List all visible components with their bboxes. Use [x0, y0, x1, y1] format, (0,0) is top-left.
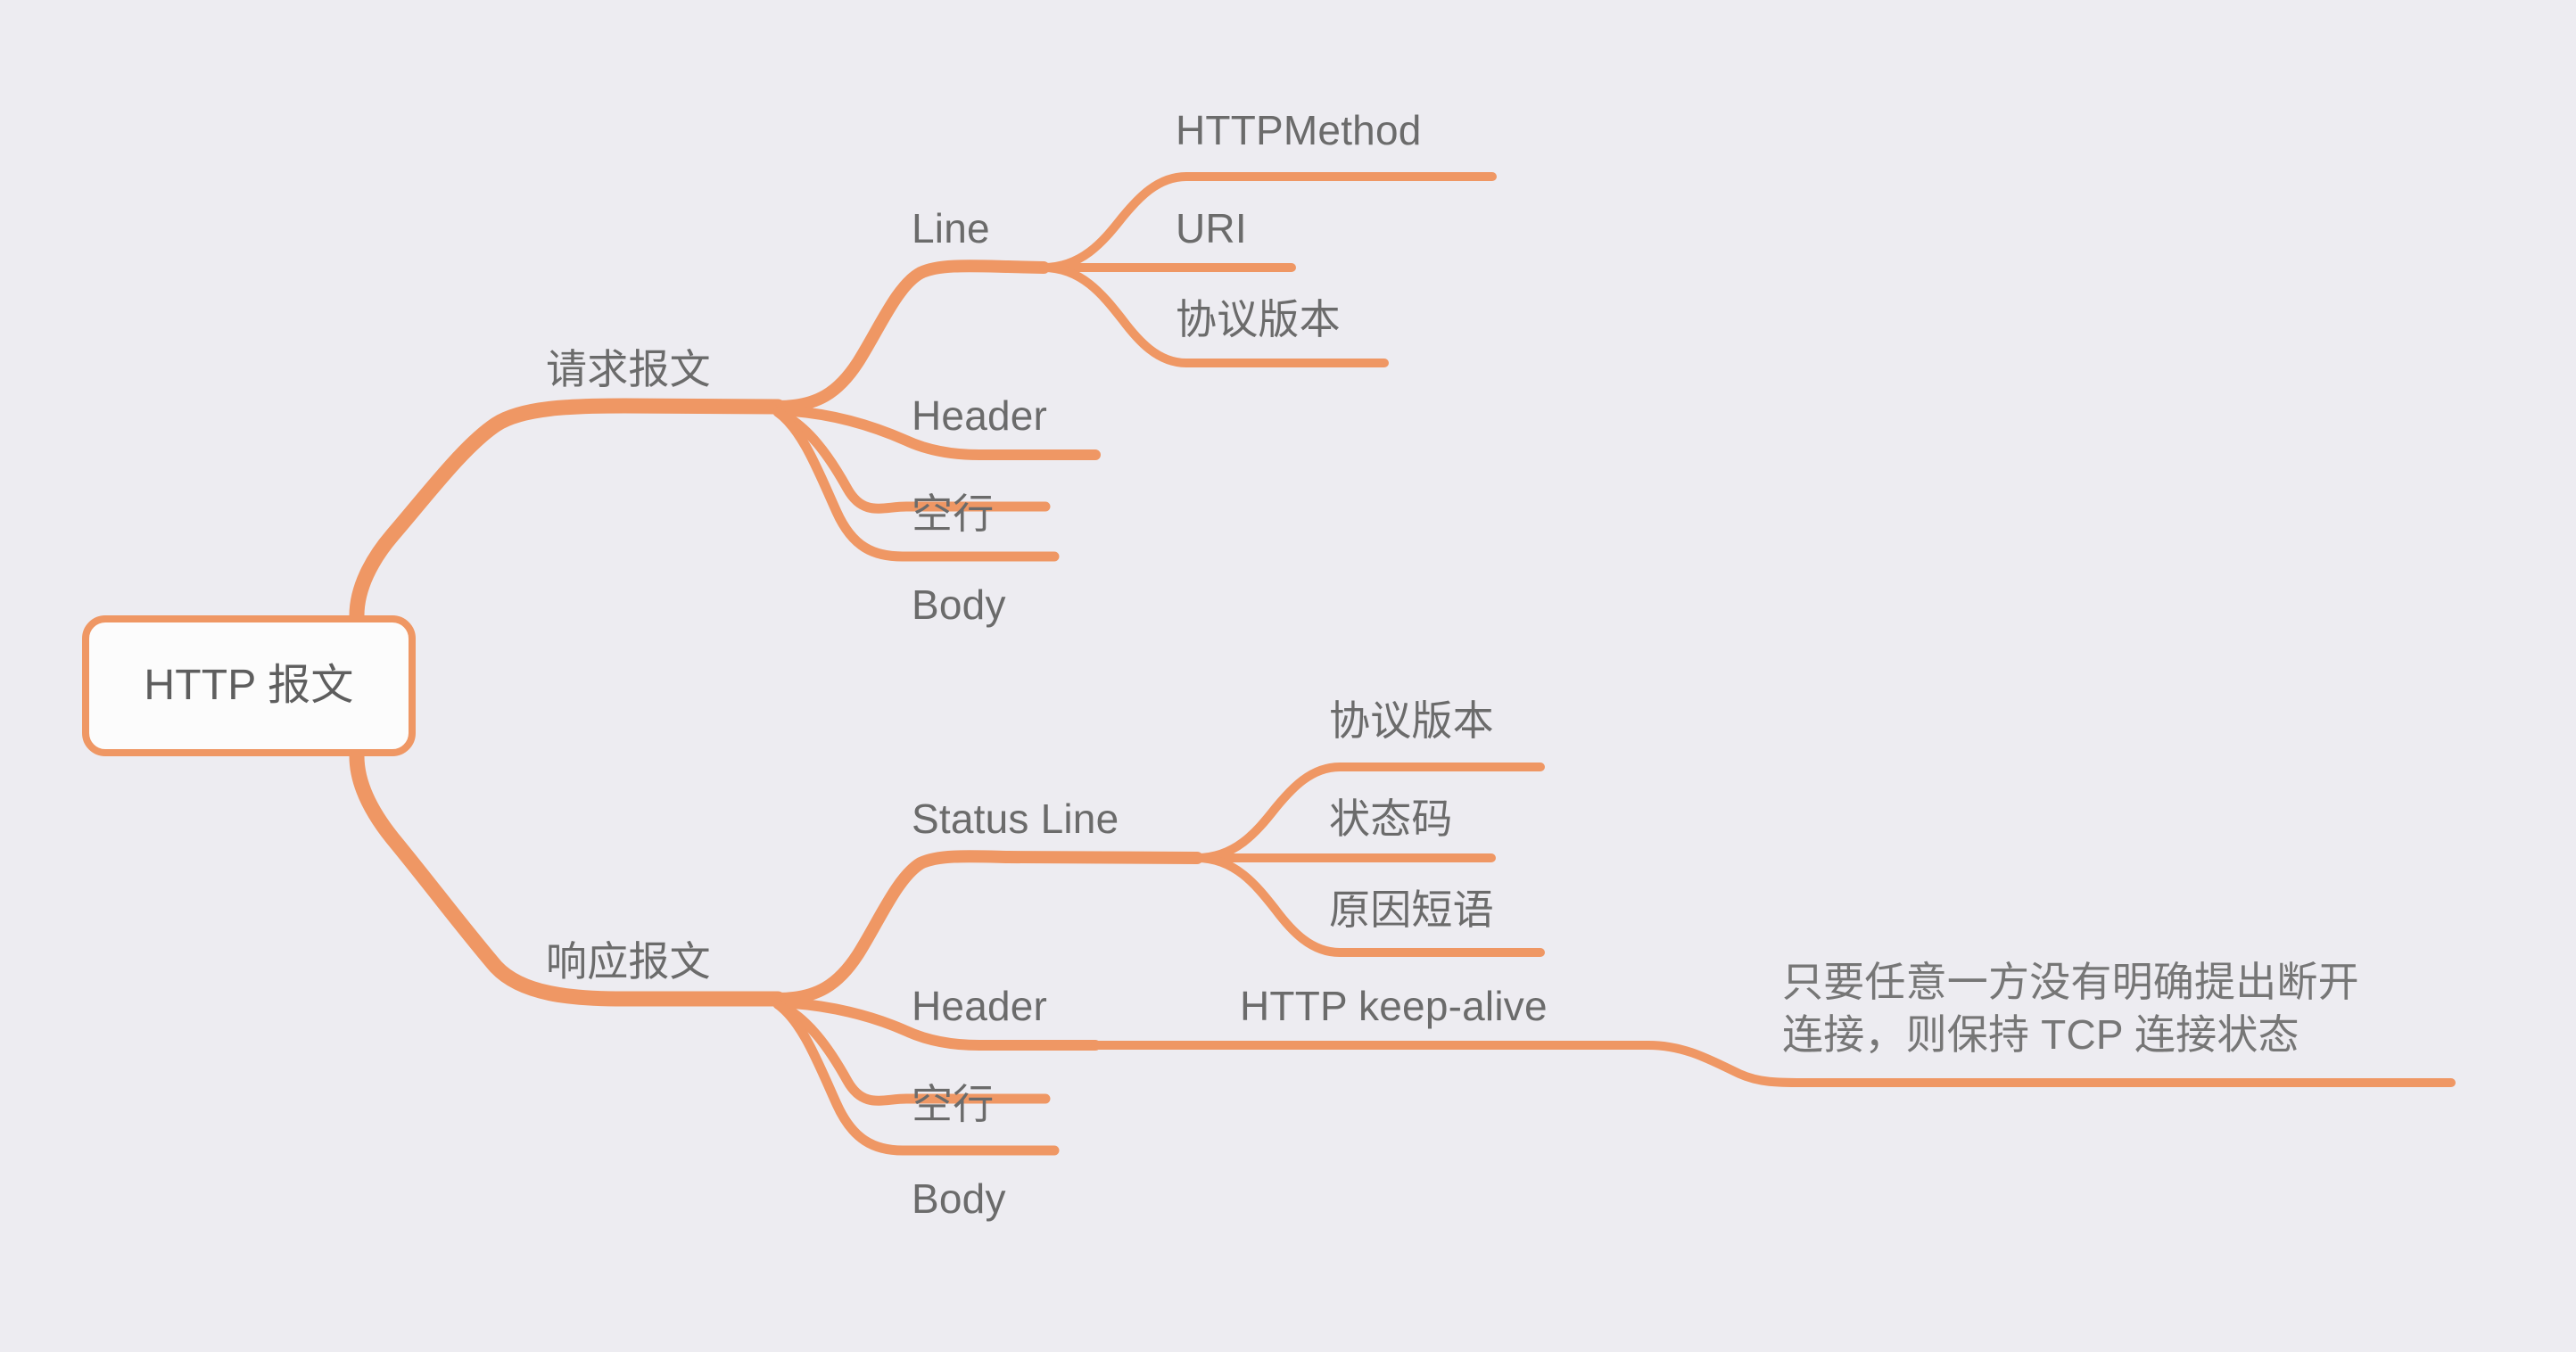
node-response-protocol-version[interactable]: 协议版本	[1329, 697, 1494, 744]
node-request-line[interactable]: Line	[912, 205, 990, 251]
connector-request-to-line	[772, 260, 1050, 413]
node-reason-phrase[interactable]: 原因短语	[1329, 886, 1494, 933]
node-keep-alive-note[interactable]: 只要任意一方没有明确提出断开 连接，则保持 TCP 连接状态	[1782, 959, 2359, 1058]
node-response-blank-line[interactable]: 空行	[912, 1081, 995, 1127]
node-request-protocol-version[interactable]: 协议版本	[1176, 296, 1341, 342]
node-response-body[interactable]: Body	[912, 1175, 1006, 1222]
node-status-code[interactable]: 状态码	[1329, 796, 1453, 842]
node-request-message[interactable]: 请求报文	[546, 346, 711, 392]
root-node-label: HTTP 报文	[144, 661, 354, 709]
node-request-blank-line[interactable]: 空行	[912, 491, 995, 537]
root-node[interactable]: HTTP 报文	[82, 615, 416, 756]
node-request-body[interactable]: Body	[912, 581, 1006, 628]
node-request-header[interactable]: Header	[912, 392, 1048, 439]
node-uri[interactable]: URI	[1176, 205, 1247, 251]
connector-line-to-httpmethod	[1039, 172, 1497, 272]
connector-root-to-request	[349, 398, 786, 623]
node-http-method[interactable]: HTTPMethod	[1176, 107, 1422, 153]
node-status-line[interactable]: Status Line	[912, 796, 1119, 842]
node-response-header[interactable]: Header	[912, 983, 1048, 1029]
node-http-keep-alive[interactable]: HTTP keep-alive	[1240, 983, 1548, 1029]
node-response-message[interactable]: 响应报文	[546, 938, 711, 985]
connector-response-to-statusline	[772, 850, 1203, 1005]
